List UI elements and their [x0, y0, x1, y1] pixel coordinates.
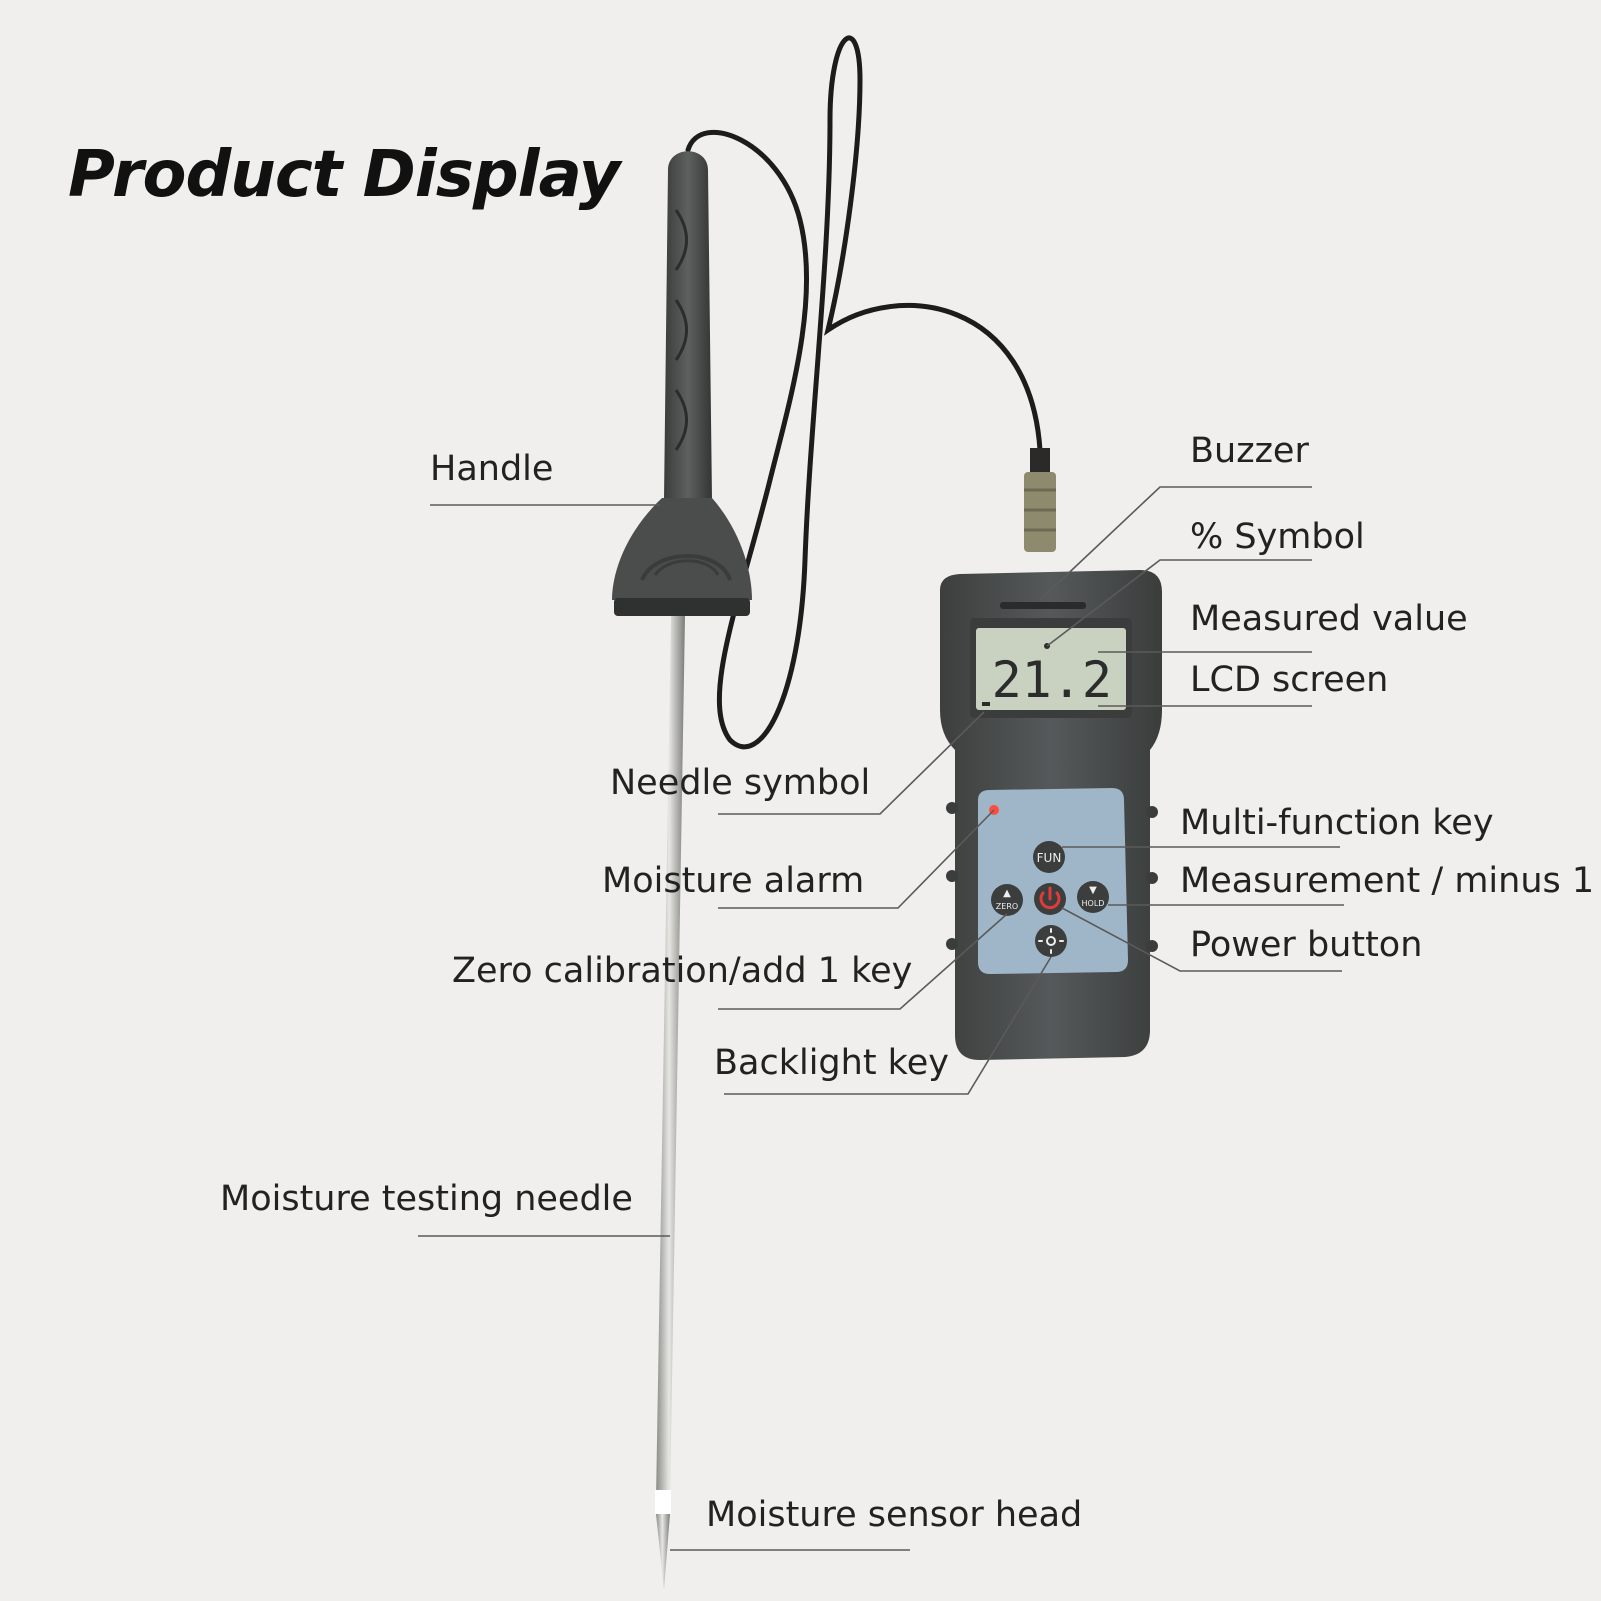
- callout-backlight-key: Backlight key: [714, 1043, 949, 1083]
- leader-buzzer: [1039, 486, 1312, 601]
- callout-moisture-testing-needle: Moisture testing needle: [220, 1179, 633, 1219]
- callout-power-button: Power button: [1190, 925, 1423, 965]
- callout-needle-symbol: Needle symbol: [610, 763, 871, 803]
- callout-lcd-screen: LCD screen: [1190, 660, 1389, 700]
- backlight-key[interactable]: [1035, 925, 1067, 957]
- fun-key[interactable]: FUN: [1033, 841, 1065, 873]
- callout-percent-symbol: % Symbol: [1190, 517, 1365, 557]
- callout-moisture-alarm: Moisture alarm: [602, 861, 865, 901]
- callout-handle: Handle: [430, 449, 554, 489]
- leader-backlight-key: [724, 956, 1052, 1095]
- leader-zero-calibration: [718, 913, 1008, 1010]
- lcd-needle-symbol: [982, 702, 990, 706]
- meter-side-grips: [946, 802, 1158, 952]
- callout-moisture-sensor-head: Moisture sensor head: [706, 1495, 1083, 1535]
- hold-key-label: HOLD: [1082, 899, 1105, 908]
- callout-measurement-minus-1: Measurement / minus 1: [1180, 861, 1595, 901]
- lcd-measured-value: 21.2: [992, 651, 1112, 709]
- hold-key[interactable]: ▼ HOLD: [1077, 881, 1109, 913]
- fun-key-label: FUN: [1037, 851, 1062, 865]
- callout-buzzer: Buzzer: [1190, 431, 1309, 471]
- probe-handle: [612, 151, 752, 616]
- leader-power-button: [1061, 907, 1342, 972]
- hold-key-arrow: ▼: [1089, 885, 1097, 896]
- testing-needle: [655, 616, 685, 1590]
- leader-moisture-alarm: [718, 809, 995, 909]
- callout-zero-calibration-add-1-key: Zero calibration/add 1 key: [452, 951, 913, 991]
- probe-cable: [685, 35, 1043, 750]
- zero-key-arrow: ▲: [1003, 888, 1011, 899]
- zero-key-label: ZERO: [996, 902, 1018, 911]
- leader-percent-symbol: [1046, 559, 1312, 647]
- callout-multi-function-key: Multi-function key: [1180, 803, 1494, 843]
- leader-lines: [418, 486, 1344, 1551]
- power-button[interactable]: [1034, 883, 1066, 915]
- lcd-screen: 21.2: [976, 628, 1126, 710]
- cable-connector: [1024, 448, 1056, 552]
- leader-needle-symbol: [718, 711, 985, 815]
- zero-key[interactable]: ▲ ZERO: [991, 884, 1023, 916]
- callout-measured-value: Measured value: [1190, 599, 1468, 639]
- page-title: Product Display: [68, 138, 620, 212]
